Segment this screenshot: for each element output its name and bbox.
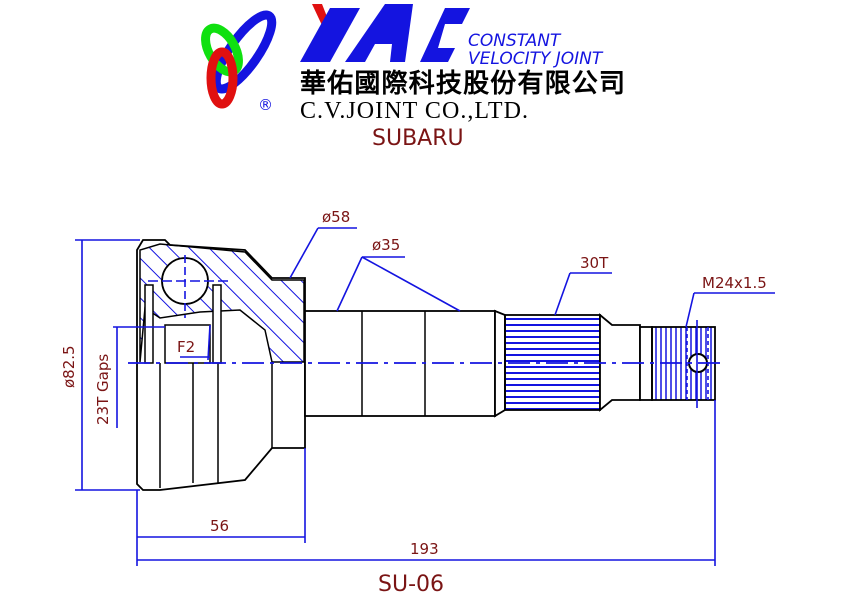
part-number: SU-06 <box>378 572 444 596</box>
vehicle-make: SUBARU <box>372 126 464 151</box>
inner-label: F2 <box>177 338 195 356</box>
company-logo: CONSTANT VELOCITY JOINT 華佑國際科技股份有限公司 ® C… <box>201 4 625 124</box>
registered-mark: ® <box>258 96 273 114</box>
outer-bell-housing: F2 <box>136 239 306 491</box>
spline-gaps-dim: 23T Gaps <box>94 354 112 425</box>
spline-count-dim: 30T <box>580 254 609 272</box>
logo-tagline-2: VELOCITY JOINT <box>468 49 604 69</box>
bell-length-dim: 56 <box>210 517 229 535</box>
thread-dim: M24x1.5 <box>702 274 767 292</box>
bell-neck-dim: ø58 <box>322 208 350 226</box>
shaft-diameter-dim: ø35 <box>372 236 400 254</box>
logo-tagline-1: CONSTANT <box>468 31 562 51</box>
outer-diameter-dim: ø82.5 <box>60 345 78 388</box>
overall-length-dim: 193 <box>410 540 439 558</box>
company-name: C.V.JOINT CO.,LTD. <box>300 98 528 124</box>
company-chinese-name: 華佑國際科技股份有限公司 <box>300 69 625 99</box>
dimensions: ø82.5 23T Gaps ø58 ø35 30T M24x1.5 56 19… <box>60 208 775 566</box>
